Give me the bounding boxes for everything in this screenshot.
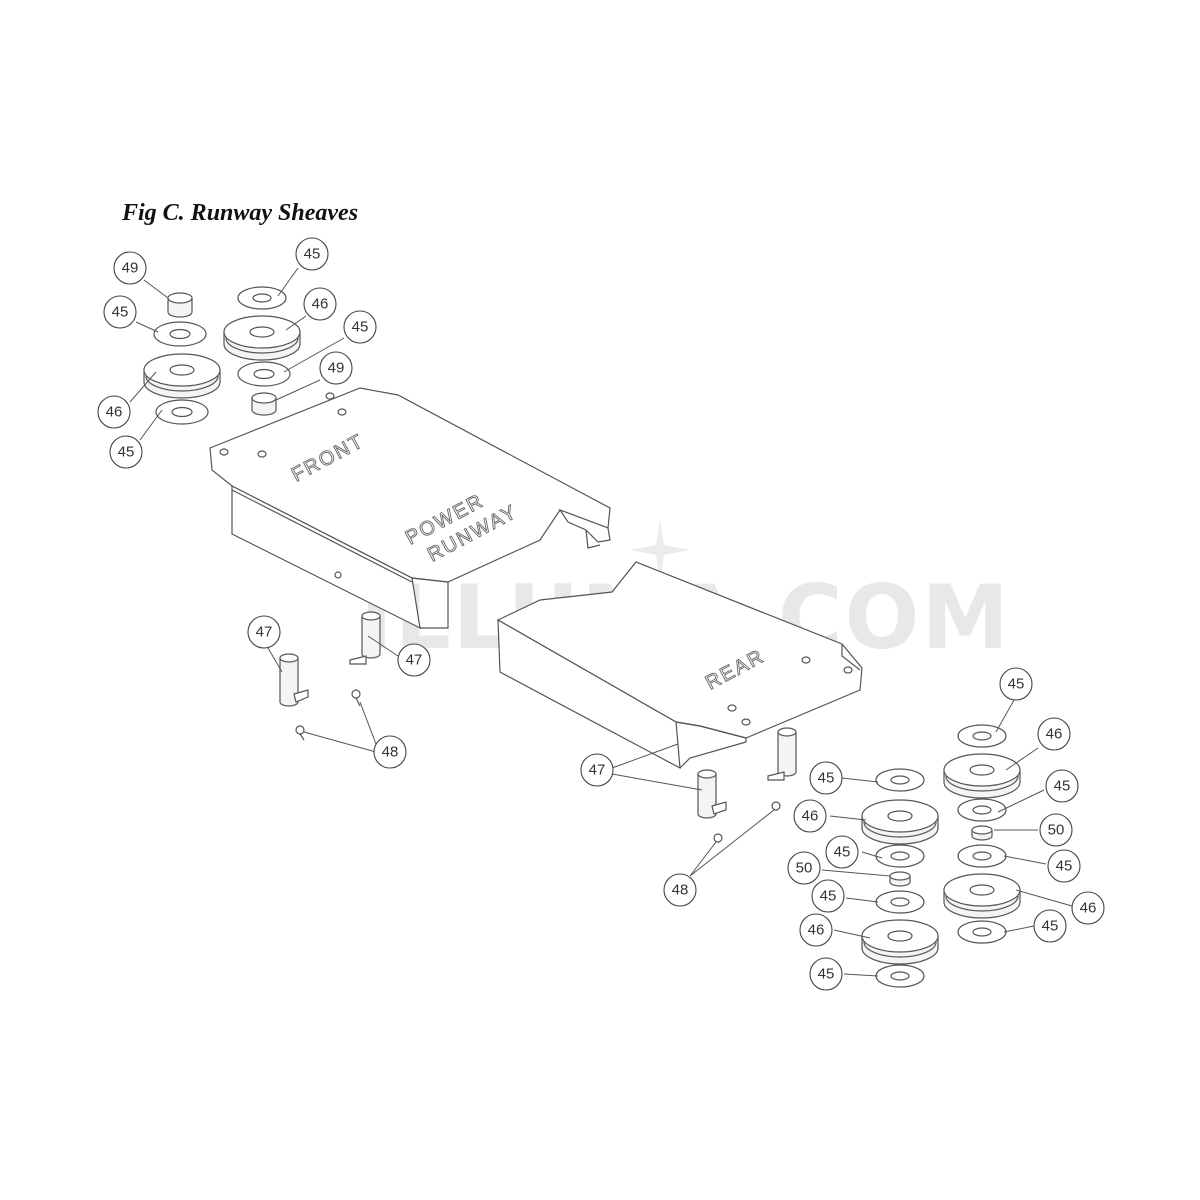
svg-text:49: 49 <box>122 260 139 277</box>
svg-text:50: 50 <box>1048 822 1065 839</box>
leader-lines <box>129 267 1073 977</box>
front-right-sheave-stack <box>223 286 301 416</box>
callout-47-c: 47 <box>580 753 614 787</box>
svg-text:48: 48 <box>382 744 399 761</box>
rear-right-sheave-stack <box>943 724 1021 944</box>
watermark-star-icon <box>630 520 690 585</box>
callout-49-a: 49 <box>113 251 147 285</box>
callout-45-l: 45 <box>1033 909 1067 943</box>
svg-text:45: 45 <box>352 319 369 336</box>
callout-45-c: 45 <box>343 310 377 344</box>
front-posts <box>279 611 381 741</box>
callout-50-b: 50 <box>787 851 821 885</box>
svg-text:48: 48 <box>672 882 689 899</box>
svg-text:45: 45 <box>1054 778 1071 795</box>
svg-text:45: 45 <box>118 444 135 461</box>
callout-45-f: 45 <box>825 835 859 869</box>
callout-45-a: 45 <box>103 295 137 329</box>
svg-text:45: 45 <box>112 304 129 321</box>
svg-text:47: 47 <box>406 652 423 669</box>
callout-46-e: 46 <box>799 913 833 947</box>
svg-text:46: 46 <box>106 404 123 421</box>
figure-title: Fig C. Runway Sheaves <box>122 200 359 226</box>
svg-text:46: 46 <box>808 922 825 939</box>
callout-45-k: 45 <box>809 957 843 991</box>
svg-text:45: 45 <box>834 844 851 861</box>
front-runway-section: FRONT POWER RUNWAY <box>209 387 611 630</box>
svg-text:47: 47 <box>589 762 606 779</box>
callout-46-c: 46 <box>793 799 827 833</box>
front-runway-deck <box>209 387 611 583</box>
callout-46-f: 46 <box>1071 891 1105 925</box>
callout-50-a: 50 <box>1039 813 1073 847</box>
rear-left-sheave-stack <box>861 768 939 988</box>
svg-text:45: 45 <box>304 246 321 263</box>
callout-45-j: 45 <box>999 667 1033 701</box>
callout-47-b: 47 <box>397 643 431 677</box>
svg-text:45: 45 <box>818 770 835 787</box>
callout-47-a: 47 <box>247 615 281 649</box>
callout-48-b: 48 <box>663 873 697 907</box>
rear-runway-section: REAR <box>496 561 863 770</box>
svg-text:46: 46 <box>312 296 329 313</box>
svg-text:47: 47 <box>256 624 273 641</box>
callout-45-h: 45 <box>1047 849 1081 883</box>
svg-text:50: 50 <box>796 860 813 877</box>
front-runway-channel <box>558 508 611 543</box>
callout-45-g: 45 <box>1045 769 1079 803</box>
callout-45-b: 45 <box>295 237 329 271</box>
svg-text:46: 46 <box>1046 726 1063 743</box>
svg-text:45: 45 <box>1056 858 1073 875</box>
callout-49-b: 49 <box>319 351 353 385</box>
svg-text:46: 46 <box>1080 900 1097 917</box>
svg-text:45: 45 <box>818 966 835 983</box>
callout-46-d: 46 <box>1037 717 1071 751</box>
front-left-sheave-stack <box>143 292 221 425</box>
callout-46-a: 46 <box>303 287 337 321</box>
svg-text:45: 45 <box>820 888 837 905</box>
svg-text:45: 45 <box>1008 676 1025 693</box>
callout-48-a: 48 <box>373 735 407 769</box>
svg-text:49: 49 <box>328 360 345 377</box>
callout-45-e: 45 <box>809 761 843 795</box>
callout-45-d: 45 <box>109 435 143 469</box>
rear-posts <box>697 727 797 843</box>
svg-text:46: 46 <box>802 808 819 825</box>
svg-text:45: 45 <box>1042 918 1059 935</box>
callout-46-b: 46 <box>97 395 131 429</box>
callout-45-i: 45 <box>811 879 845 913</box>
